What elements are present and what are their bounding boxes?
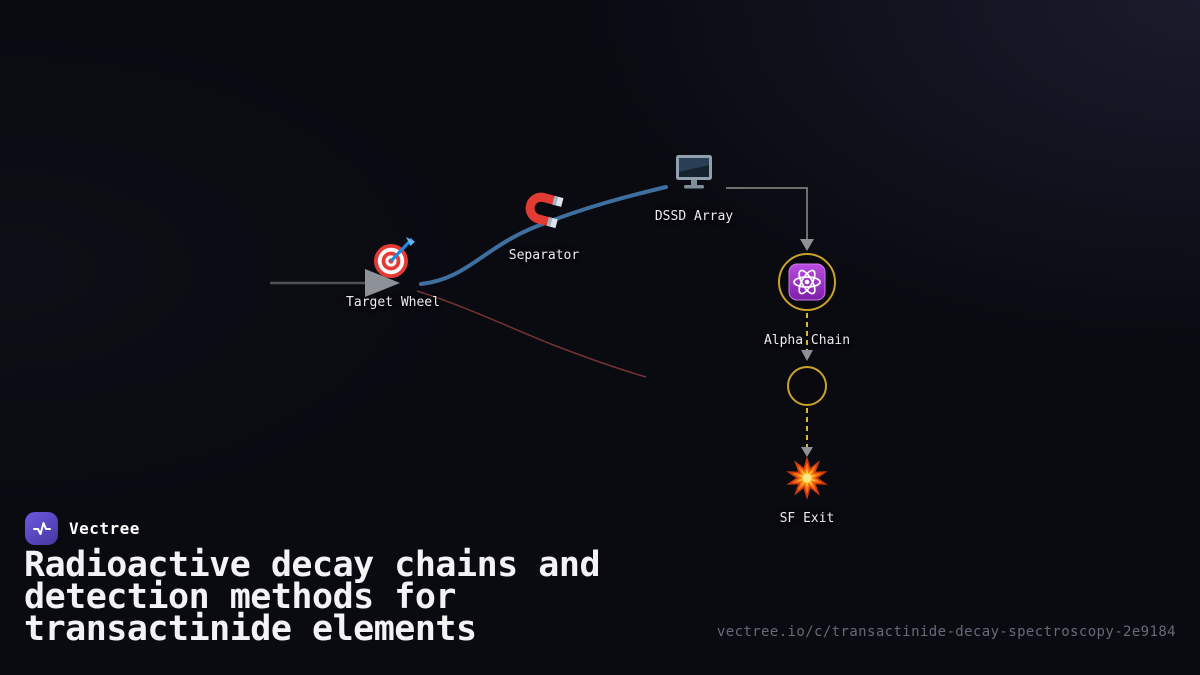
brand-name: Vectree xyxy=(69,519,140,538)
sf-decay-arrowhead xyxy=(801,447,813,457)
target-icon xyxy=(371,236,415,280)
circle-outline-icon xyxy=(787,366,827,406)
node-label-separator: Separator xyxy=(508,248,580,263)
beam-in-arrowhead xyxy=(365,269,400,297)
alpha-decay-arrowhead xyxy=(801,350,813,361)
loss-branch-red-curve xyxy=(416,290,647,378)
atom-icon xyxy=(787,262,827,302)
monitor-icon xyxy=(671,148,717,194)
vectree-logo xyxy=(25,512,58,545)
node-label-dssd-array: DSSD Array xyxy=(654,209,734,224)
magnet-icon xyxy=(516,181,572,237)
page-title-line-3: transactinide elements xyxy=(24,609,477,649)
page-title: Radioactive decay chains and detection m… xyxy=(24,545,601,649)
beam-blue-curve xyxy=(419,185,668,286)
dssd-to-alpha-arrowhead xyxy=(800,239,814,251)
node-label-sf-exit: SF Exit xyxy=(779,511,835,526)
alpha-chain-ring xyxy=(778,253,836,311)
dssd-to-alpha-elbow xyxy=(726,187,808,240)
footer-url: vectree.io/c/transactinide-decay-spectro… xyxy=(716,624,1176,640)
page-title-line-1: Radioactive decay chains and xyxy=(24,545,601,585)
node-label-target-wheel: Target Wheel xyxy=(346,295,440,310)
explosion-icon xyxy=(783,454,831,502)
page-title-line-2: detection methods for xyxy=(24,577,457,617)
brand-lockup: Vectree xyxy=(25,512,140,545)
node-label-alpha-chain: Alpha Chain xyxy=(763,333,851,348)
